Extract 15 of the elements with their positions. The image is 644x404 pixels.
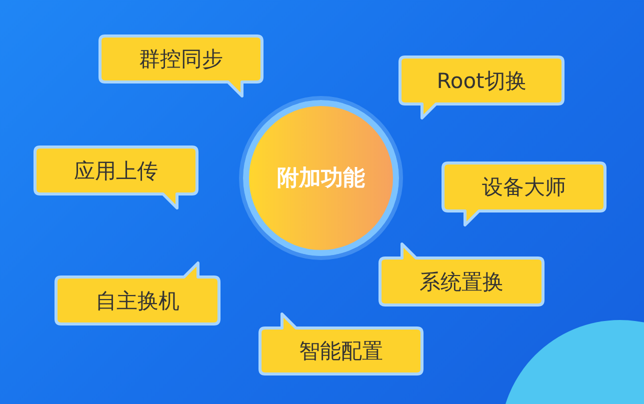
bubble-label: 设备大师: [481, 174, 567, 201]
speech-bubble: [400, 57, 563, 118]
center-title: 附加功能: [277, 165, 365, 193]
speech-bubble: [100, 36, 262, 96]
speech-bubble: [56, 263, 219, 324]
speech-bubble: [35, 147, 197, 208]
bubble-label: 自主换机: [94, 288, 180, 314]
speech-bubble: [260, 314, 422, 374]
bubble-label: 群控同步: [138, 46, 224, 73]
bubble-label: 智能配置: [298, 338, 384, 365]
bubble-label: 应用上传: [73, 158, 159, 184]
bubble-label: 系统置换: [418, 268, 504, 296]
speech-bubble: [443, 163, 605, 225]
speech-bubble: [380, 244, 543, 305]
bubble-label: Root切换: [436, 68, 528, 94]
